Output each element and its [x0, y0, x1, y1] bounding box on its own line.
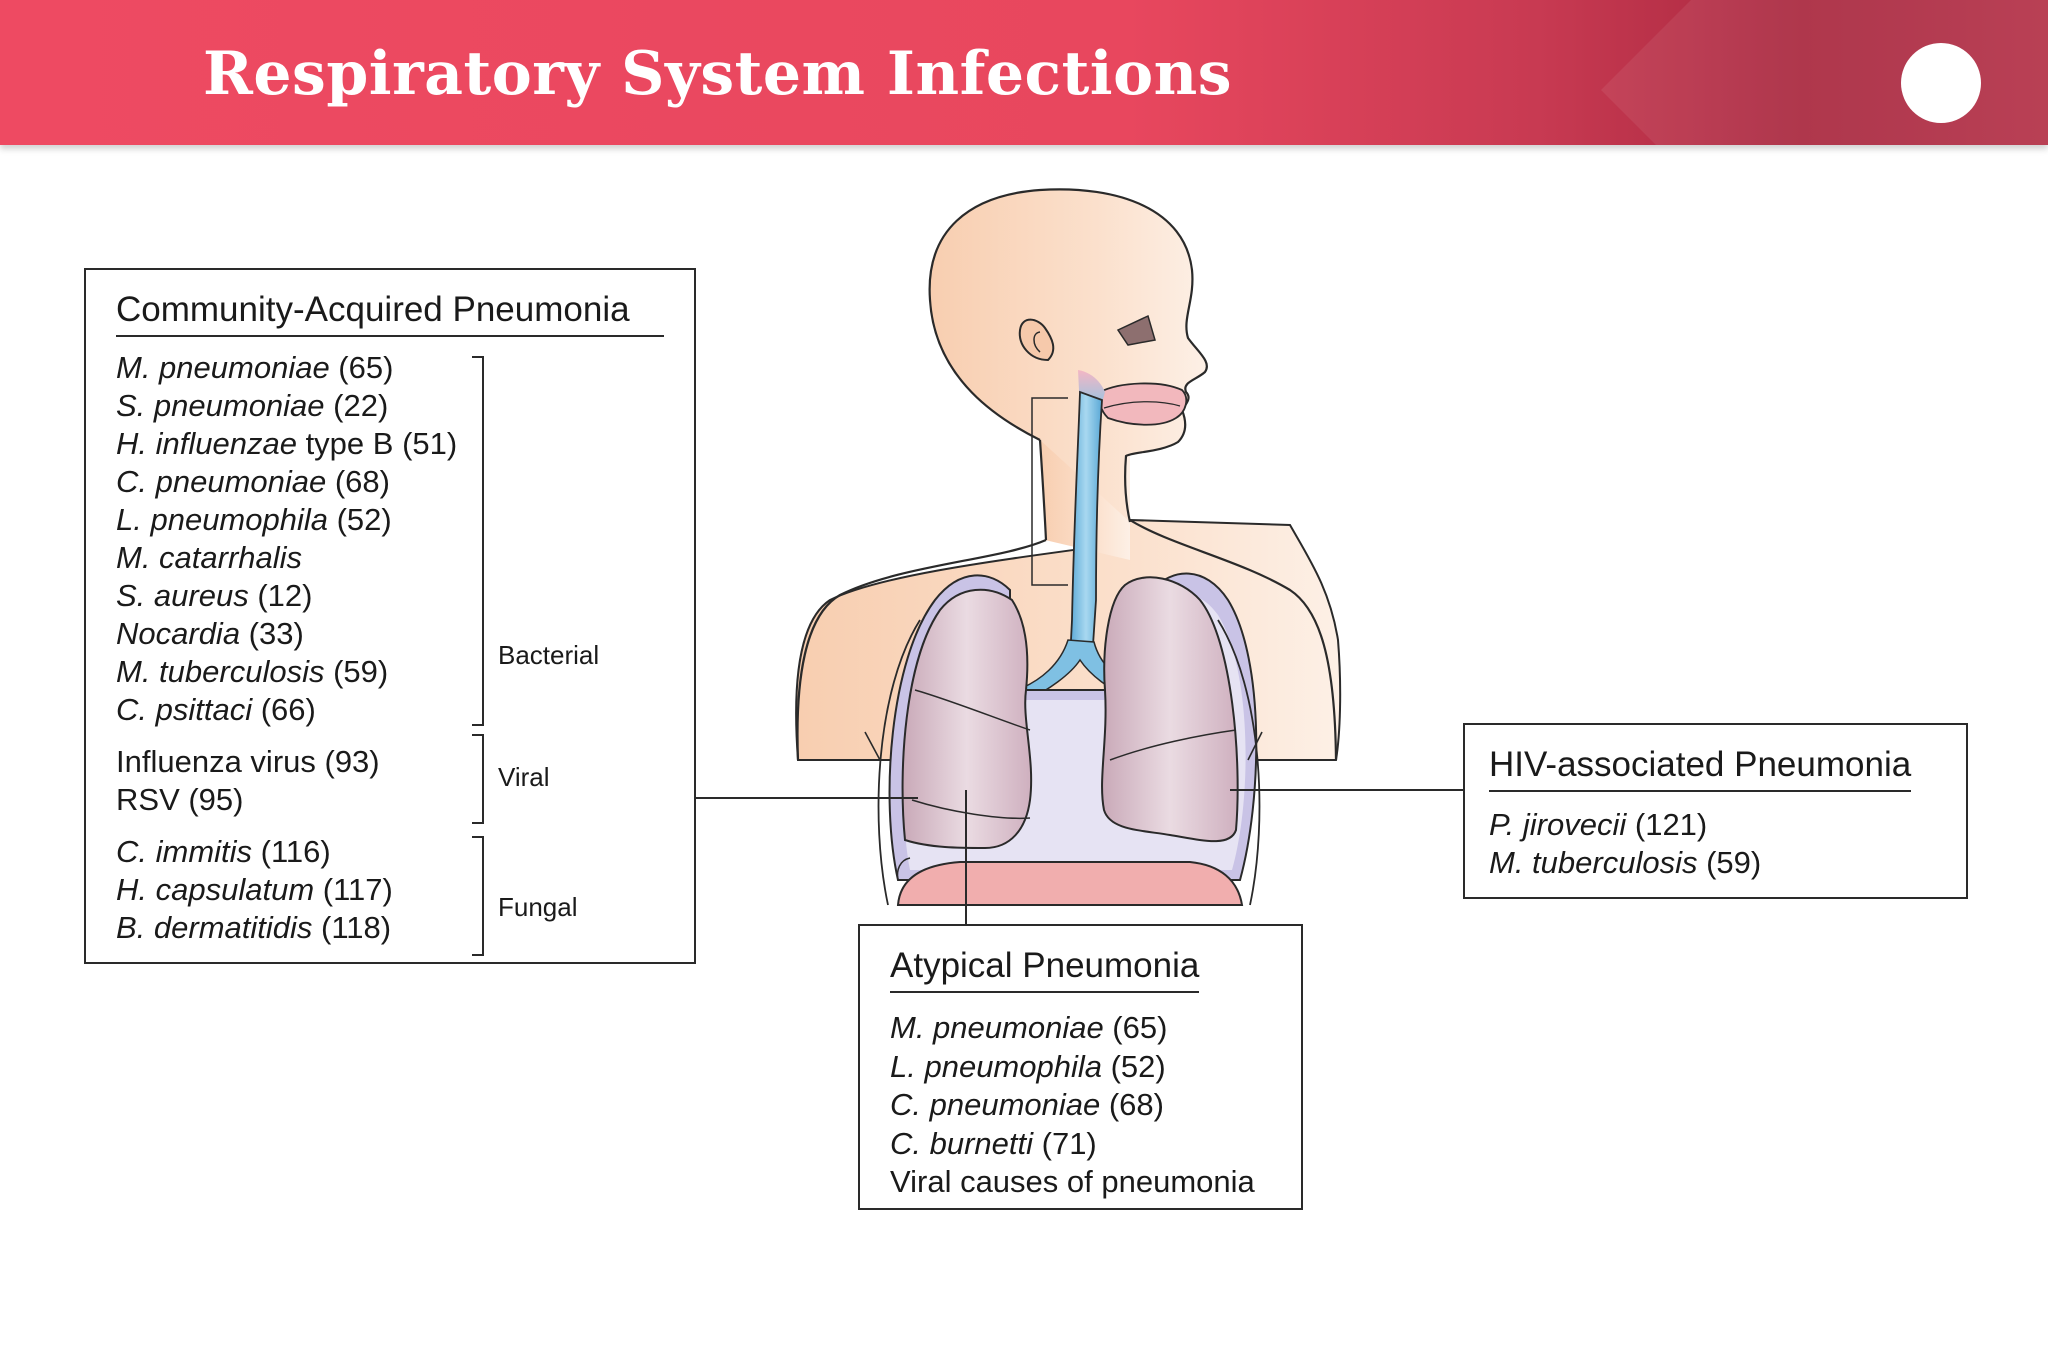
entry-detail: (116): [252, 834, 331, 869]
pathogen-entry: S. pneumoniae (22): [116, 390, 388, 421]
pathogen-entry: Viral causes of pneumonia: [890, 1166, 1255, 1197]
community-acquired-pneumonia-box: Community-Acquired Pneumonia M. pneumoni…: [84, 268, 696, 964]
upper-respiratory-bracket: [1031, 397, 1068, 586]
pathogen-entry: L. pneumophila (52): [890, 1051, 1166, 1082]
entry-detail: (33): [240, 616, 304, 651]
pathogen-entry: P. jirovecii (121): [1489, 809, 1707, 840]
lung-left: [901, 588, 1033, 850]
entry-detail: Influenza virus (93): [116, 744, 380, 779]
page-title: Respiratory System Infections: [203, 39, 1233, 109]
species-name: P. jirovecii: [1489, 807, 1627, 842]
nasal-cavity: [1116, 314, 1156, 346]
species-name: M. pneumoniae: [890, 1010, 1104, 1045]
species-name: H. influenzae: [116, 426, 297, 461]
entry-detail: (118): [312, 910, 392, 945]
hiv-pneumonia-box: HIV-associated Pneumonia P. jirovecii (1…: [1463, 723, 1968, 899]
entry-detail: (12): [248, 578, 313, 613]
atypical-box-title: Atypical Pneumonia: [890, 948, 1200, 993]
header-circle-icon: [1901, 43, 1981, 123]
ear: [1018, 318, 1055, 362]
pathogen-entry: S. aureus (12): [116, 580, 312, 611]
pathogen-entry: L. pneumophila (52): [116, 504, 392, 535]
species-name: M. pneumoniae: [116, 350, 330, 385]
entry-detail: (65): [1103, 1010, 1168, 1045]
species-name: C. psittaci: [116, 692, 253, 727]
entry-detail: (22): [324, 388, 389, 423]
entry-detail: (68): [1100, 1087, 1164, 1122]
atypical-pneumonia-box: Atypical Pneumonia M. pneumoniae (65)L. …: [858, 924, 1303, 1210]
entry-detail: type B (51): [296, 426, 458, 461]
oral-cavity: [1098, 382, 1188, 426]
shoulder-right-edge: [1129, 519, 1338, 761]
species-name: M. tuberculosis: [116, 654, 325, 689]
pathogen-entry: M. pneumoniae (65): [890, 1012, 1167, 1043]
community-box-title: Community-Acquired Pneumonia: [116, 292, 664, 337]
hiv-box-title: HIV-associated Pneumonia: [1489, 747, 1912, 792]
bacterial-bracket: [472, 356, 484, 726]
species-name: S. pneumoniae: [116, 388, 325, 423]
species-name: M. catarrhalis: [116, 540, 303, 575]
pathogen-entry: B. dermatitidis (118): [116, 912, 391, 943]
pathogen-entry: H. capsulatum (117): [116, 874, 393, 905]
entry-detail: (59): [1697, 845, 1762, 880]
entry-detail: (59): [324, 654, 389, 689]
pathogen-entry: C. psittaci (66): [116, 694, 316, 725]
entry-detail: (52): [328, 502, 392, 537]
entry-detail: (117): [314, 872, 393, 907]
pathogen-entry: C. pneumoniae (68): [890, 1089, 1164, 1120]
pathogen-entry: H. influenzae type B (51): [116, 428, 457, 459]
header-bar: Respiratory System Infections: [0, 0, 2048, 145]
bacterial-label: Bacterial: [498, 640, 600, 670]
species-name: C. pneumoniae: [116, 464, 327, 499]
species-name: H. capsulatum: [116, 872, 315, 907]
entry-detail: (71): [1033, 1125, 1097, 1161]
entry-detail: (68): [326, 464, 390, 499]
entry-detail: (121): [1626, 807, 1708, 842]
neck-back: [1038, 439, 1048, 541]
pathogen-entry: C. pneumoniae (68): [116, 466, 390, 497]
entry-detail: RSV (95): [116, 782, 244, 817]
diaphragm: [896, 861, 1244, 906]
entry-detail: Viral causes of pneumonia: [890, 1164, 1255, 1199]
species-name: C. burnetti: [890, 1125, 1034, 1161]
fungal-label: Fungal: [498, 892, 578, 922]
pathogen-entry: M. pneumoniae (65): [116, 352, 393, 383]
species-name: L. pneumophila: [890, 1048, 1102, 1084]
lung-right: [1101, 576, 1239, 843]
species-name: C. pneumoniae: [890, 1087, 1101, 1122]
viral-label: Viral: [498, 762, 550, 792]
shoulder-left-edge: [796, 538, 1047, 761]
pathogen-entry: M. tuberculosis (59): [116, 656, 388, 687]
pathogen-entry: M. tuberculosis (59): [1489, 847, 1761, 878]
species-name: B. dermatitidis: [116, 910, 313, 945]
head-outline: [928, 188, 1208, 523]
species-name: L. pneumophila: [116, 502, 328, 537]
pathogen-entry: C. immitis (116): [116, 836, 331, 867]
pathogen-entry: Influenza virus (93): [116, 746, 380, 777]
species-name: S. aureus: [116, 578, 249, 613]
species-name: M. tuberculosis: [1489, 845, 1698, 880]
fungal-bracket: [472, 836, 484, 956]
entry-detail: (52): [1102, 1048, 1166, 1084]
pathogen-entry: M. catarrhalis: [116, 542, 302, 573]
species-name: Nocardia: [116, 616, 241, 651]
pathogen-entry: Nocardia (33): [116, 618, 304, 649]
species-name: C. immitis: [116, 834, 253, 869]
entry-detail: (65): [329, 350, 394, 385]
viral-bracket: [472, 734, 484, 824]
entry-detail: (66): [252, 692, 316, 727]
pathogen-entry: RSV (95): [116, 784, 243, 815]
pathogen-entry: C. burnetti (71): [890, 1128, 1097, 1159]
